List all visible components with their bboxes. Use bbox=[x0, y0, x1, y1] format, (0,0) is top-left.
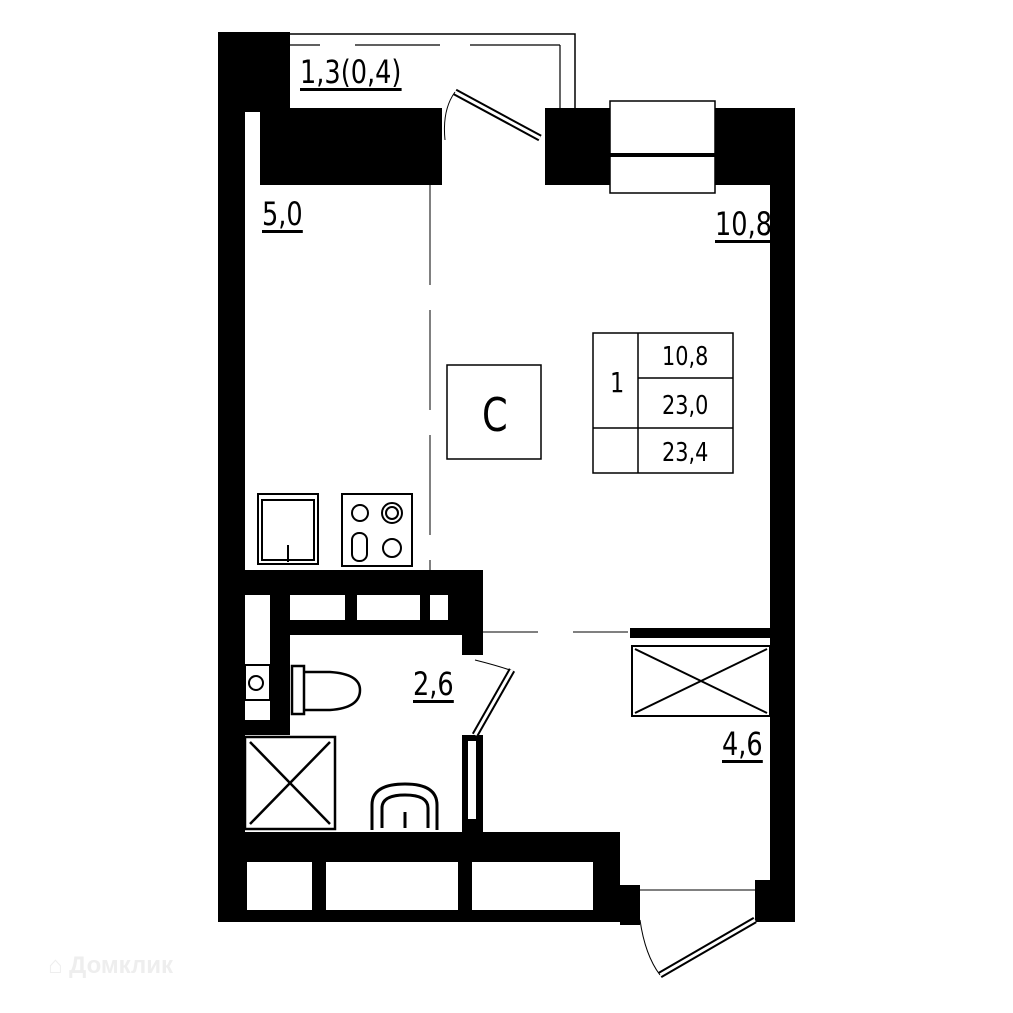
total-area-value: 23,0 bbox=[662, 391, 709, 421]
summary-table-grid bbox=[592, 332, 734, 474]
watermark-text: Домклик bbox=[69, 952, 173, 979]
room-type-label: C bbox=[482, 388, 508, 442]
windows bbox=[247, 739, 593, 910]
living-area-value: 10,8 bbox=[662, 342, 709, 372]
living-area-label: 10,8 bbox=[715, 205, 772, 243]
toilet bbox=[290, 664, 362, 716]
rooms-count: 1 bbox=[610, 366, 625, 399]
kitchen-area-label: 5,0 bbox=[262, 195, 303, 233]
house-icon: ⌂ bbox=[48, 952, 63, 979]
balcony-area-label: 1,3(0,4) bbox=[300, 53, 402, 91]
bathroom-area-label: 2,6 bbox=[413, 665, 454, 703]
watermark-logo: ⌂ Домклик bbox=[48, 952, 173, 980]
balcony bbox=[290, 33, 576, 110]
window-top bbox=[609, 100, 716, 194]
stove bbox=[341, 493, 413, 567]
hall-area-label: 4,6 bbox=[722, 725, 763, 763]
total-with-balcony-value: 23,4 bbox=[662, 438, 709, 468]
room-type-box bbox=[446, 364, 542, 460]
shower-tray bbox=[243, 735, 337, 831]
wardrobe bbox=[631, 645, 771, 717]
bathroom-sink bbox=[370, 782, 439, 830]
washing-machine bbox=[244, 664, 271, 701]
zone-lines bbox=[429, 185, 630, 633]
doors bbox=[444, 88, 760, 979]
sink-kitchen bbox=[257, 493, 319, 565]
